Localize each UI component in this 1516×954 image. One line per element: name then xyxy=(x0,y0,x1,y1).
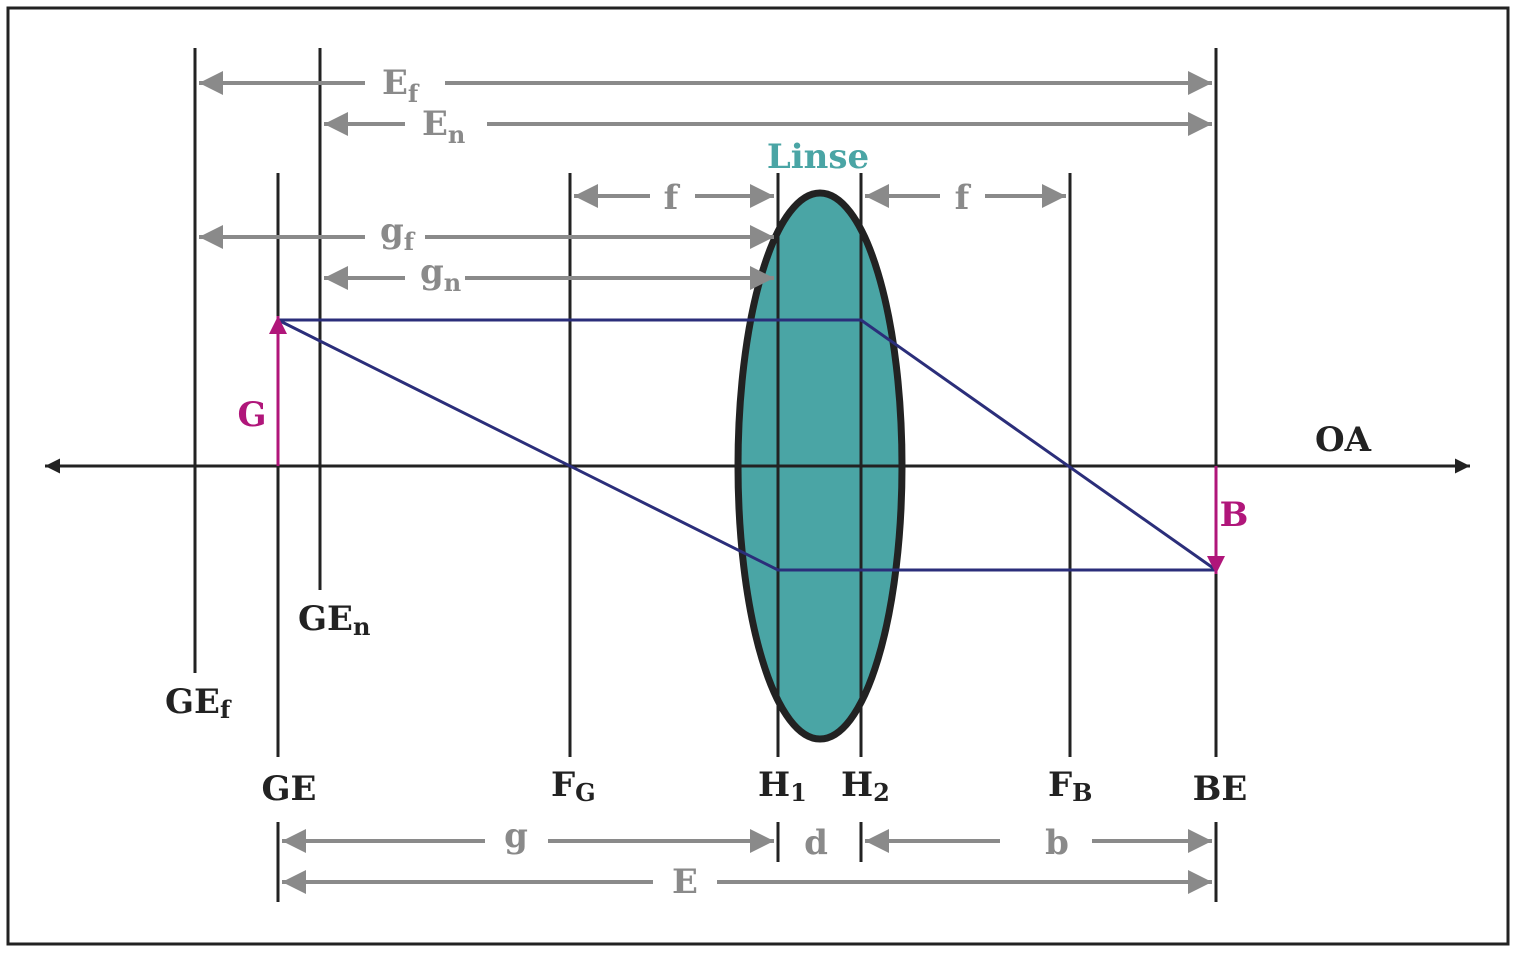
label-image-B: B xyxy=(1220,495,1249,535)
label-GE: GE xyxy=(262,769,317,809)
label-f-left: f xyxy=(664,178,681,218)
label-E: E xyxy=(672,862,698,902)
label-GEn: GEn xyxy=(298,599,370,641)
label-Ef: Ef xyxy=(382,63,420,108)
label-En: En xyxy=(422,104,465,149)
label-gf: gf xyxy=(380,211,416,256)
label-gn: gn xyxy=(420,252,461,297)
frame xyxy=(6,6,1510,946)
label-H2: H2 xyxy=(841,765,890,807)
ray-focal xyxy=(277,318,1216,572)
vertical-planes xyxy=(193,48,1218,902)
label-object-G: G xyxy=(237,395,266,435)
plane-labels: GEn GEf GE FG H1 H2 FB BE xyxy=(165,599,1247,809)
dimension-lines xyxy=(199,71,1212,894)
label-f-right: f xyxy=(955,178,972,218)
label-FG: FG xyxy=(551,765,596,807)
lens-title: Linse xyxy=(767,137,869,177)
label-d: d xyxy=(804,823,828,863)
label-FB: FB xyxy=(1048,765,1092,807)
rays xyxy=(277,318,1217,572)
label-GEf: GEf xyxy=(165,682,232,724)
label-b: b xyxy=(1045,823,1069,863)
label-g: g xyxy=(504,816,528,856)
label-OA: OA xyxy=(1315,420,1372,460)
dimension-labels: Ef En f f gf gn g d b E xyxy=(380,63,1069,902)
label-H1: H1 xyxy=(758,765,807,807)
ray-parallel xyxy=(278,318,1217,572)
label-BE: BE xyxy=(1193,769,1248,809)
